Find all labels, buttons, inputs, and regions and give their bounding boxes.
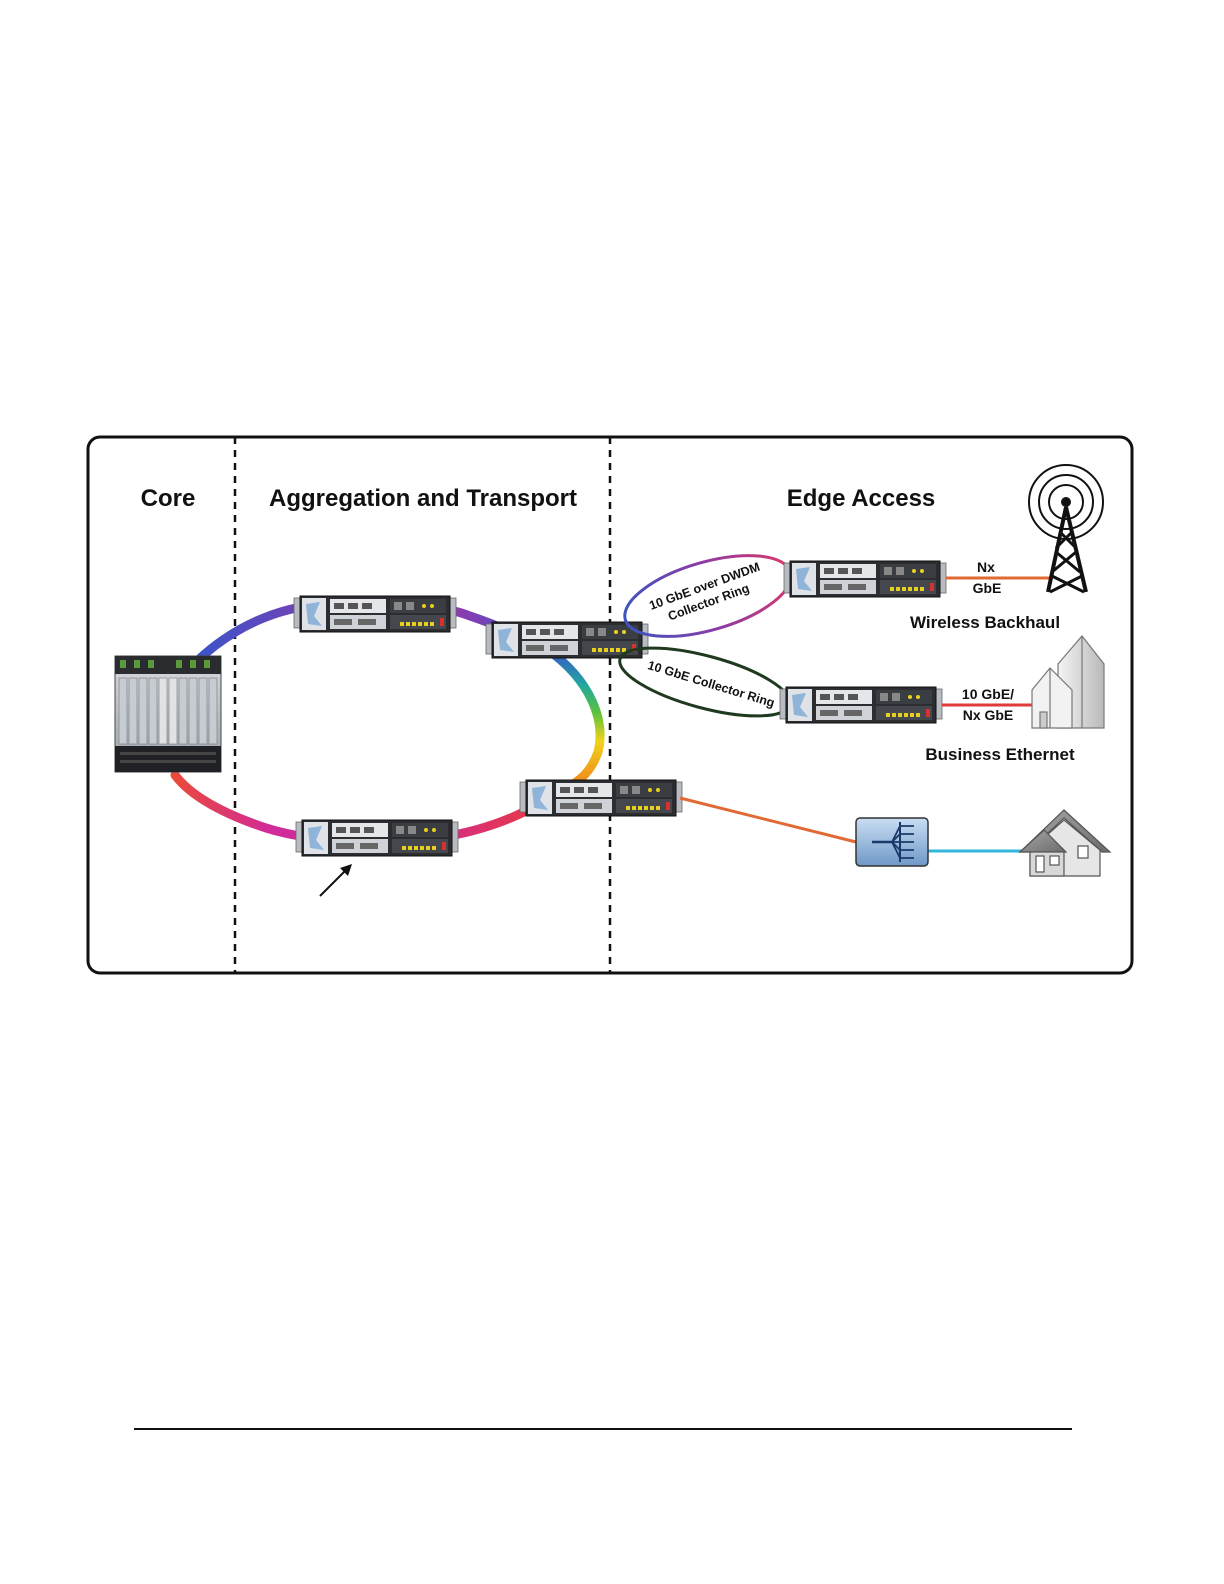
- collector-ring-label: 10 GbE Collector Ring: [646, 658, 776, 710]
- optical-splitter-icon: [856, 818, 928, 866]
- section-title-aggregation: Aggregation and Transport: [269, 485, 577, 512]
- business-rate-line2: Nx GbE: [963, 707, 1014, 723]
- section-title-core: Core: [141, 485, 196, 512]
- router-edge-wireless: [784, 561, 946, 597]
- router-edge-business: [780, 687, 942, 723]
- router-aggregation-top: [294, 596, 456, 632]
- wireless-backhaul-label: Wireless Backhaul: [910, 613, 1060, 632]
- house-icon: [1020, 810, 1110, 876]
- section-title-edge: Edge Access: [787, 485, 936, 512]
- wireless-rate-line1: Nx: [977, 559, 995, 575]
- residential-feeder-link: [680, 798, 856, 842]
- cell-tower-icon: [1029, 465, 1103, 592]
- footer-rule: [134, 1428, 1072, 1430]
- business-ethernet-label: Business Ethernet: [925, 745, 1075, 764]
- router-aggregation-bottom-right: [520, 780, 682, 816]
- pointer-arrow: [320, 864, 352, 896]
- wireless-rate-line2: GbE: [973, 580, 1002, 596]
- business-rate-line1: 10 GbE/: [962, 686, 1014, 702]
- ring-segment-right: [548, 650, 600, 790]
- core-chassis-icon: [115, 656, 221, 772]
- office-building-icon: [1032, 636, 1104, 728]
- router-aggregation-bottom-left: [296, 820, 458, 856]
